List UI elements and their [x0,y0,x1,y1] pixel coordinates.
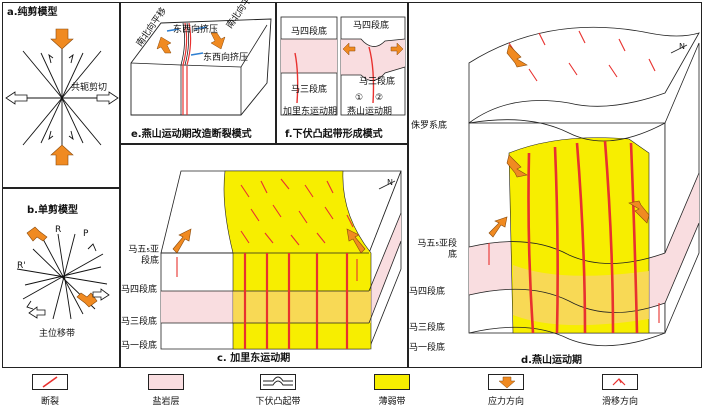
f-circle-2: ② [375,93,384,103]
legend-salt: 盐岩层 [126,372,206,412]
label-ew-compression-2: 东西向挤压 [203,53,249,63]
panel-a-caption: a.纯剪模型 [7,7,58,18]
label-p: P [83,229,89,239]
f-circle-1: ① [355,93,364,103]
d-layer-1: 马五₅亚段底 [417,239,457,260]
slip-icon [612,378,626,386]
f-left-layer-bottom: 马三段底 [291,85,328,95]
c-layer-2: 马四段底 [121,285,158,295]
uplift-icon [263,376,293,386]
panel-c: N 马五₅亚段底 马四段底 马三段底 马一段底 c. 加里东运动期 [120,144,408,368]
yanshan-block-diagram: N [468,26,700,347]
panel-d: N 侏罗系底 马五₅亚段底 马四段底 马三段底 马一段底 d.燕山运动期 [408,2,702,368]
legend-slip: 滑移方向 [580,372,660,412]
f-right-layer-bottom: 马三段底 [359,77,396,87]
c-layer-1: 马五₅亚段底 [128,245,159,266]
panel-e-caption: e.燕山运动期改造断裂模式 [131,129,252,140]
d-layer-3: 马三段底 [409,323,446,333]
legend-stress: 应力方向 [466,372,546,412]
uplift-formation-sketch [280,16,406,116]
svg-text:N: N [679,42,685,51]
legend-fault: 断裂 [10,372,90,412]
svg-text:N: N [387,178,393,187]
simple-shear-sketch [16,226,110,320]
caledonian-block-diagram: N [160,170,402,350]
fault-icon [42,376,58,388]
main-displacement-zone-label: 主位移带 [39,329,76,339]
stress-arrow-icon [498,376,516,389]
salt-layer-icon [148,374,184,390]
c-layer-4: 马一段底 [121,341,158,351]
f-left-layer-top: 马四段底 [291,27,328,37]
c-layer-3: 马三段底 [121,317,158,327]
panel-b: b.单剪模型 R P R' 主位移带 [2,188,120,368]
panel-f: 马四段底 马三段底 马四段底 马三段底 ① ② 加里东运动期 燕山运动期 f.下… [276,2,408,144]
legend-weak: 薄弱带 [352,372,432,412]
panel-a: a.纯剪模型 共轭剪切 [2,2,120,188]
panel-c-caption: c. 加里东运动期 [217,353,291,364]
label-ew-compression-1: 东西向挤压 [173,25,219,35]
f-bottom-right-label: 燕山运动期 [347,107,393,117]
panel-d-caption: d.燕山运动期 [521,355,582,366]
f-right-layer-top: 马四段底 [353,21,390,31]
d-layer-2: 马四段底 [409,287,446,297]
d-layer-4: 马一段底 [409,343,446,353]
d-top-layer: 侏罗系底 [411,121,448,131]
conjugate-shear-label: 共轭剪切 [71,83,108,93]
yanshan-fault-block [130,18,272,116]
panel-e: 东西向挤压 东西向挤压 南北向平移 南北向平移 e.燕山运动期改造断裂模式 [120,0,276,144]
f-bottom-left-label: 加里东运动期 [283,107,338,117]
weak-zone-icon [374,374,410,390]
pure-shear-sketch [5,28,119,166]
panel-f-caption: f.下伏凸起带形成模式 [285,129,383,140]
label-r-prime: R' [17,261,26,271]
panel-b-caption: b.单剪模型 [27,205,78,216]
label-r: R [55,225,62,235]
legend-uplift: 下伏凸起带 [238,372,318,412]
